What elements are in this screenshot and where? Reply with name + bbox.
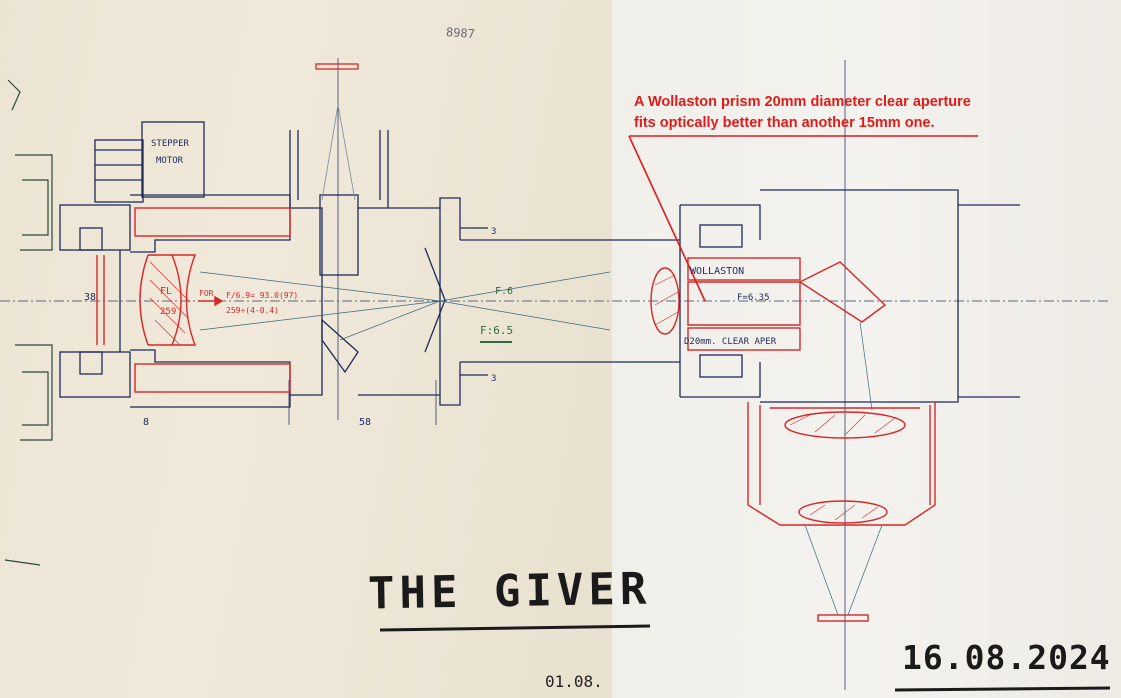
handwritten-title: THE GIVER (367, 563, 652, 620)
dim-3-top-label: 3 (491, 227, 496, 237)
f-center-top-label: F.6 (495, 286, 513, 297)
right-housing (679, 189, 1020, 403)
formula-line-1: F/6.9= 93.0(97) (226, 291, 298, 300)
tube-middle (460, 227, 680, 376)
f-center-label: F:6.5 (480, 324, 513, 337)
handwritten-date: 16.08.2024 (902, 638, 1111, 677)
left-frame (4, 79, 53, 566)
fl-value-label: 259 (160, 307, 176, 317)
red-annotation-note: A Wollaston prism 20mm diameter clear ap… (634, 92, 1054, 134)
paper-sheet-left (0, 0, 612, 698)
stepper-motor (94, 121, 205, 203)
dim-38-label: 38 (84, 292, 96, 303)
f-right-label: F=6.35 (737, 293, 770, 303)
date-underline (894, 686, 1111, 692)
light-rays (199, 271, 883, 616)
formula-line-2: 259÷(4-0.4) (226, 306, 279, 315)
dim-58-label: 58 (359, 417, 371, 428)
clear-aperture-label: D20mm. CLEAR APER (684, 337, 777, 347)
central-body (321, 197, 461, 406)
lens-hatch-right (654, 274, 896, 521)
paper-sheet-right (612, 0, 1121, 698)
wollaston-label: WOLLASTON (690, 266, 744, 277)
dim-3-bottom-label: 3 (491, 374, 496, 384)
for-label: FOR (199, 289, 214, 298)
dim-8-label: 8 (143, 417, 149, 428)
title-underline (379, 624, 651, 632)
annotation-pointer (628, 135, 706, 302)
fl-label: FL (160, 286, 172, 297)
sketch-number: 8987 (445, 25, 476, 41)
red-right-assembly (650, 257, 936, 622)
lens-hatch-left (149, 261, 191, 346)
stepper-label-1: STEPPER (151, 139, 190, 149)
red-lens-assembly-left (96, 207, 291, 393)
annotation-line-1: A Wollaston prism 20mm diameter clear ap… (634, 94, 971, 110)
annotation-line-2: fits optically better than another 15mm … (634, 115, 935, 131)
stepper-label-2: MOTOR (156, 156, 184, 166)
left-housing (59, 194, 323, 408)
handwritten-date-partial: 01.08. (545, 672, 603, 691)
top-mirror-tube (289, 63, 389, 276)
